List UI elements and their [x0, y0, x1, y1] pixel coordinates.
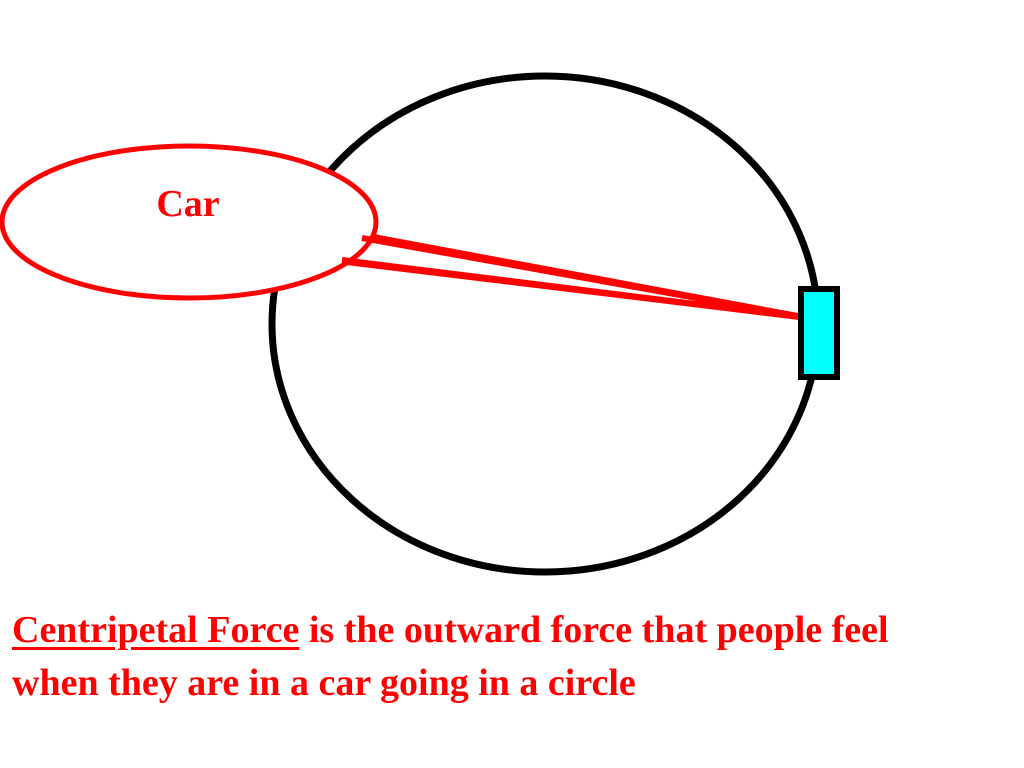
circular-motion-diagram: Car [0, 72, 840, 576]
car-callout: Car [0, 143, 809, 321]
callout-label: Car [156, 183, 219, 225]
circular-track [268, 72, 822, 576]
caption-term: Centripetal Force [12, 609, 300, 651]
car-marker [798, 286, 840, 380]
caption-text: is the outward force that people feel wh… [12, 609, 889, 704]
caption: Centripetal Force is the outward force t… [12, 604, 912, 710]
callout-bubble [0, 143, 379, 301]
